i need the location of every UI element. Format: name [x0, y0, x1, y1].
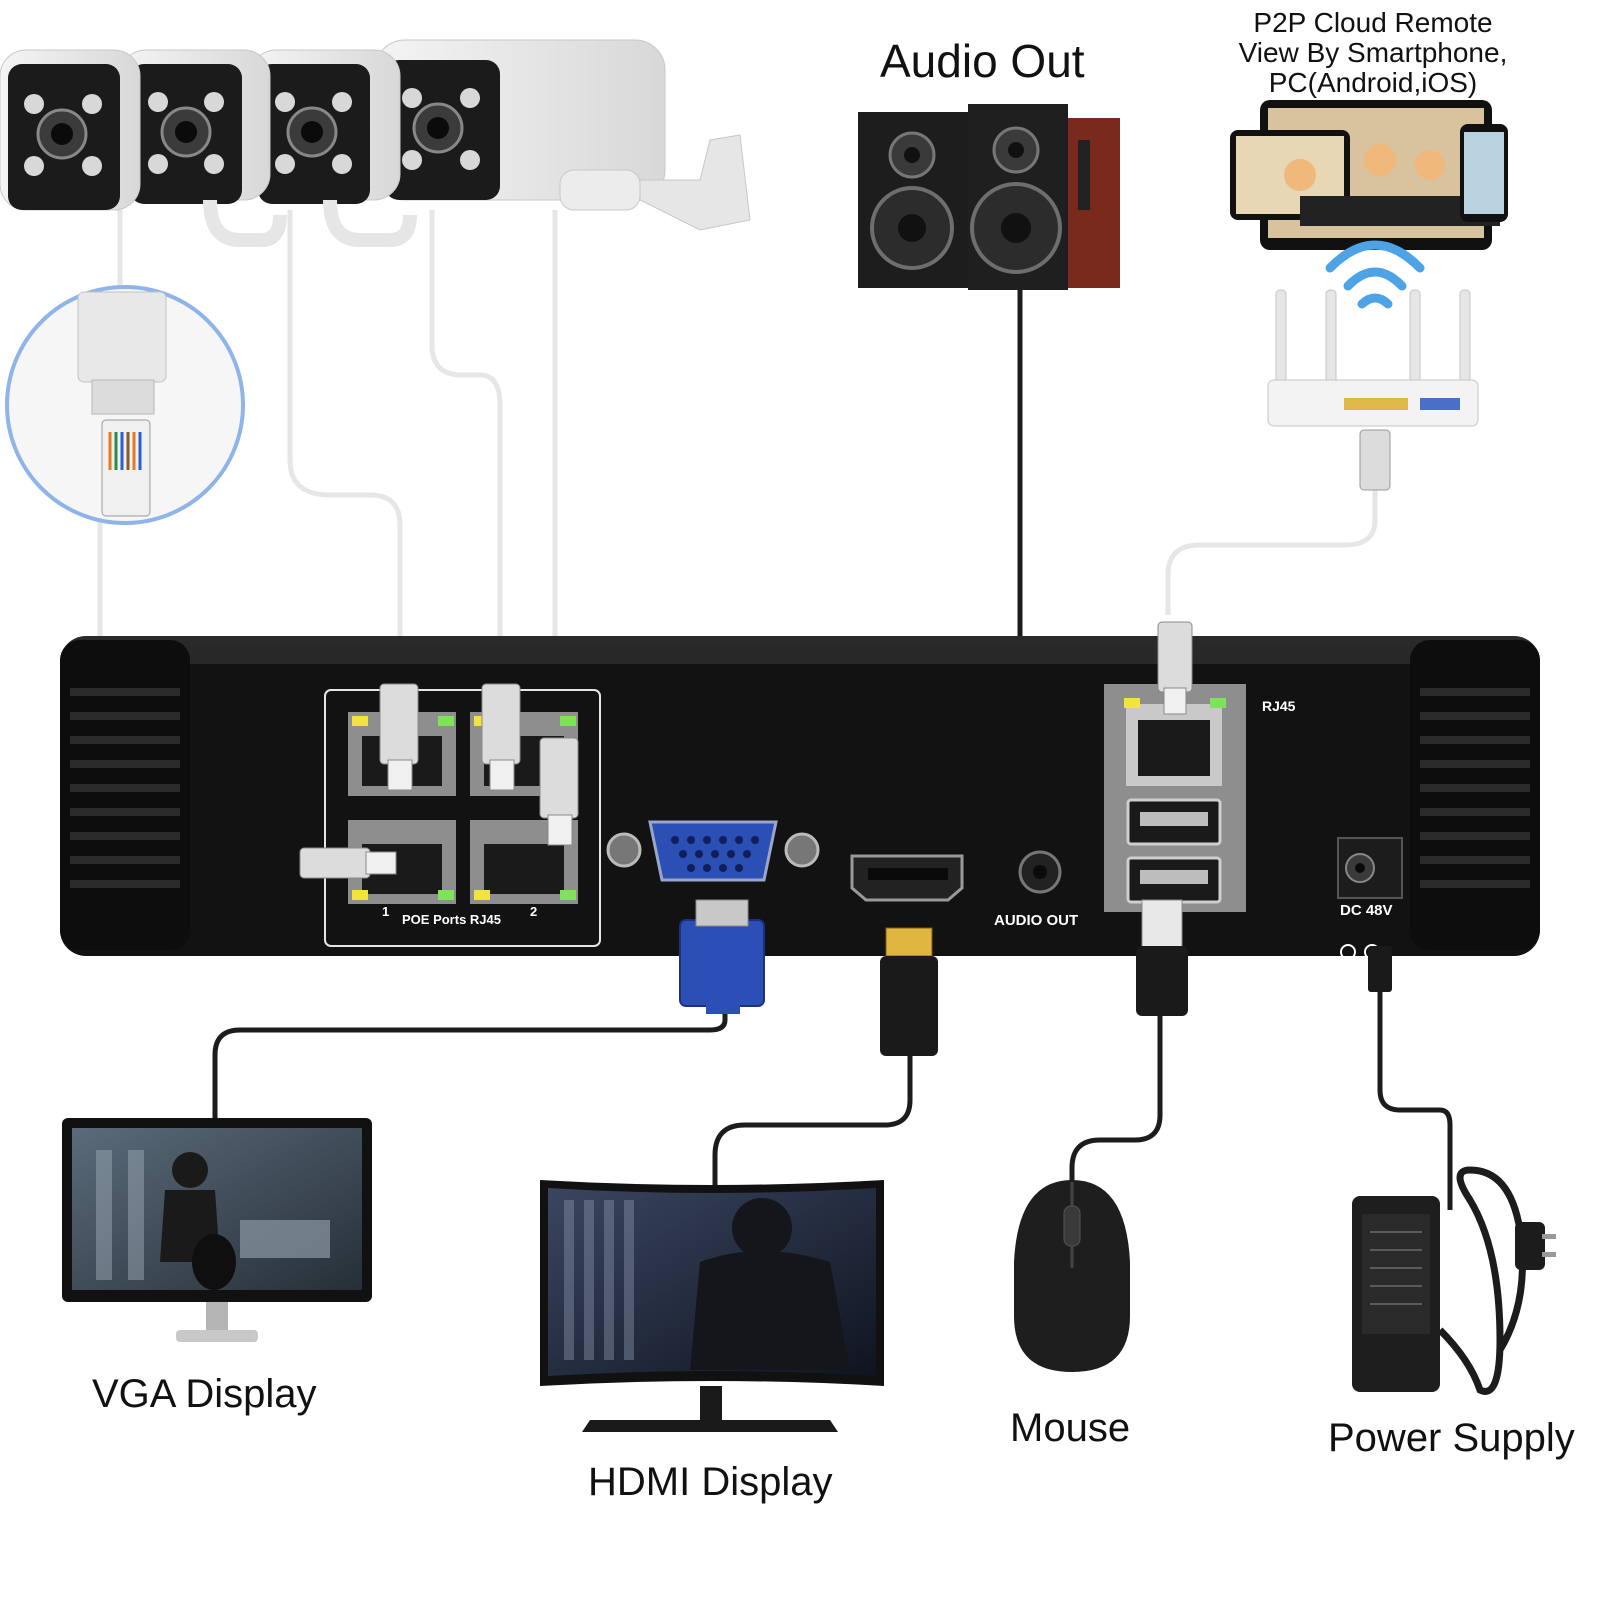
- rj45-label: RJ45: [1262, 698, 1296, 714]
- nvr-recorder: [60, 636, 1540, 960]
- usb-plug: [1136, 899, 1188, 1016]
- poe-cable-plugs: [299, 621, 1193, 879]
- hdmi-plug: [880, 927, 938, 1056]
- output-cables: [212, 985, 1453, 1210]
- mouse-label: Mouse: [1010, 1406, 1131, 1450]
- vga-display-label: VGA Display: [92, 1372, 317, 1416]
- dc-input-label: DC 48V: [1340, 902, 1393, 919]
- poe-port-1-label: 1: [382, 904, 390, 919]
- speaker-icon: [858, 104, 1120, 290]
- hdmi-monitor-icon: [540, 1180, 884, 1432]
- audio-out-port-label: AUDIO OUT: [994, 912, 1079, 929]
- p2p-cloud-title: P2P Cloud Remote View By Smartphone, PC(…: [1238, 7, 1508, 98]
- poe-port-2-label: 2: [530, 904, 538, 919]
- camera-icon: [0, 39, 751, 247]
- vga-plug: [679, 899, 765, 1014]
- poe-ports-label: POE Ports RJ45: [402, 912, 501, 927]
- hdmi-display-label: HDMI Display: [588, 1460, 833, 1504]
- power-adapter-icon: [1352, 1166, 1556, 1395]
- dc-plug: [1368, 946, 1392, 992]
- router-icon: [1267, 289, 1479, 491]
- mouse-icon: [1014, 1180, 1130, 1372]
- devices-icon: [1230, 100, 1508, 250]
- vga-monitor-icon: [62, 1118, 372, 1342]
- power-supply-label: Power Supply: [1328, 1416, 1575, 1460]
- connector-zoom-circle: [5, 285, 245, 525]
- audio-out-title: Audio Out: [880, 35, 1085, 87]
- wifi-icon: [1325, 240, 1425, 309]
